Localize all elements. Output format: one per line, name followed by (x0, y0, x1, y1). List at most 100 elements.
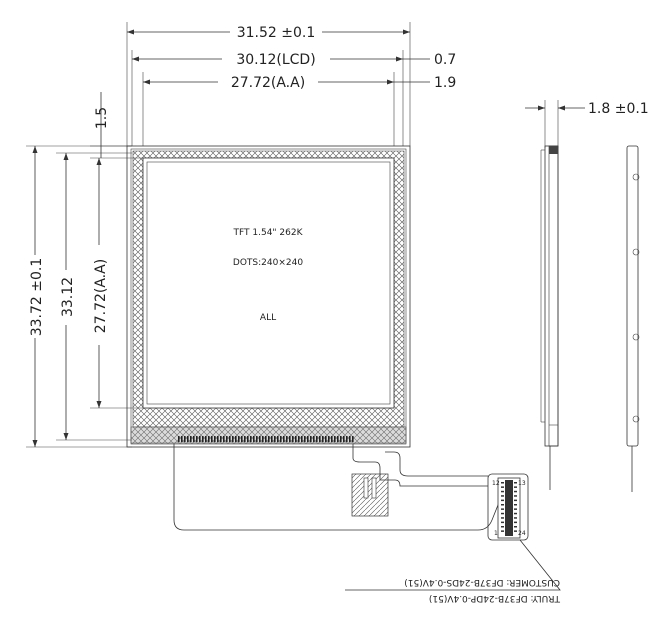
dim-width-aa: 27.72(A.A) (231, 75, 305, 91)
bond-pad (346, 436, 348, 442)
bond-pad (262, 436, 264, 442)
bond-pad (211, 436, 213, 442)
bond-pad (322, 436, 324, 442)
bond-pad (199, 436, 201, 442)
bond-pad (205, 436, 207, 442)
bond-pad (247, 436, 249, 442)
bond-pad (265, 436, 267, 442)
bond-pad (202, 436, 204, 442)
bond-pad (214, 436, 216, 442)
pin-label-13: 13 (518, 480, 526, 487)
bond-pad (208, 436, 210, 442)
connector-pin (501, 490, 504, 493)
bond-pad (181, 436, 183, 442)
bond-pad (349, 436, 351, 442)
connector-pin (514, 495, 517, 497)
bond-pad (286, 436, 288, 442)
bond-pad (277, 436, 279, 442)
pin-label-24: 24 (518, 530, 526, 537)
bond-pad (301, 436, 303, 442)
bond-pad (307, 436, 309, 442)
bond-pad (229, 436, 231, 442)
bond-pad (295, 436, 297, 442)
left-dimensions: 1.5 33.72 ±0.1 33.12 27.72(A.A) (26, 92, 143, 448)
lcd-side-view: 1.8 ±0.1 (525, 100, 649, 490)
bond-pad (334, 436, 336, 442)
active-area (142, 157, 395, 409)
bond-pad (313, 436, 315, 442)
connector-pin (514, 512, 517, 515)
bond-pad (241, 436, 243, 442)
connector-pin (514, 530, 517, 532)
bond-pad (184, 436, 186, 442)
connector-pin (501, 512, 504, 515)
connector-pin (501, 486, 504, 488)
connector-pin (514, 508, 517, 510)
bond-pad (331, 436, 333, 442)
bond-pad (178, 436, 180, 442)
bond-pad (310, 436, 312, 442)
bond-pad (289, 436, 291, 442)
pad-row (178, 436, 354, 442)
fpc-stiffener (351, 473, 389, 517)
bond-pad (280, 436, 282, 442)
note-truly: TRULY: DF37B-24DP-0.4V(51) (429, 593, 561, 603)
connector-pin (501, 495, 504, 497)
bond-pad (187, 436, 189, 442)
bond-pad (328, 436, 330, 442)
bond-pad (220, 436, 222, 442)
bond-pad (298, 436, 300, 442)
connector-pin (514, 526, 517, 528)
fpc-connector-board (487, 473, 529, 541)
bond-pad (352, 436, 354, 442)
bond-pad (259, 436, 261, 442)
bond-pad (232, 436, 234, 442)
bond-pad (316, 436, 318, 442)
connector-pin (514, 517, 517, 519)
connector-pin (501, 530, 504, 532)
bond-pad (238, 436, 240, 442)
bond-pad (193, 436, 195, 442)
dim-height-lcd: 33.12 (60, 277, 76, 317)
connector-pin (514, 499, 517, 502)
bond-pad (304, 436, 306, 442)
lcd-side-view-2 (626, 145, 640, 492)
bond-pad (223, 436, 225, 442)
connector-pin (501, 521, 504, 524)
pin-label-12: 12 (492, 480, 500, 487)
bond-pad (292, 436, 294, 442)
fpc-tail: 12 13 1 24 (173, 444, 561, 591)
bond-pad (235, 436, 237, 442)
connector-notes: CUSTOMER: DF37B-24DS-0.4V(51) TRULY: DF3… (404, 577, 561, 603)
connector-pin (514, 490, 517, 493)
bond-pad (274, 436, 276, 442)
pin-label-1: 1 (494, 530, 498, 537)
bond-pad (283, 436, 285, 442)
bond-pad (337, 436, 339, 442)
connector-pin (501, 499, 504, 502)
dim-width-total: 31.52 ±0.1 (237, 25, 316, 41)
dim-right-offset-2: 1.9 (434, 75, 456, 91)
dim-width-lcd: 30.12(LCD) (236, 52, 315, 68)
bond-pad (244, 436, 246, 442)
bond-pad (343, 436, 345, 442)
bond-pad (226, 436, 228, 442)
connector-pin (501, 526, 504, 528)
connector-pin (514, 521, 517, 524)
connector-pin (514, 504, 517, 506)
panel-label-dots: DOTS:240×240 (233, 258, 303, 268)
connector-pin (514, 482, 517, 484)
bond-pad (340, 436, 342, 442)
bond-pad (217, 436, 219, 442)
bond-pad (190, 436, 192, 442)
bond-pad (256, 436, 258, 442)
bond-pad (319, 436, 321, 442)
panel-label-type: TFT 1.54" 262K (233, 228, 304, 238)
bond-pad (271, 436, 273, 442)
bond-pad (325, 436, 327, 442)
panel-label-all: ALL (260, 313, 276, 323)
note-customer: CUSTOMER: DF37B-24DS-0.4V(51) (404, 577, 560, 587)
bond-pad (196, 436, 198, 442)
bond-pad (268, 436, 270, 442)
